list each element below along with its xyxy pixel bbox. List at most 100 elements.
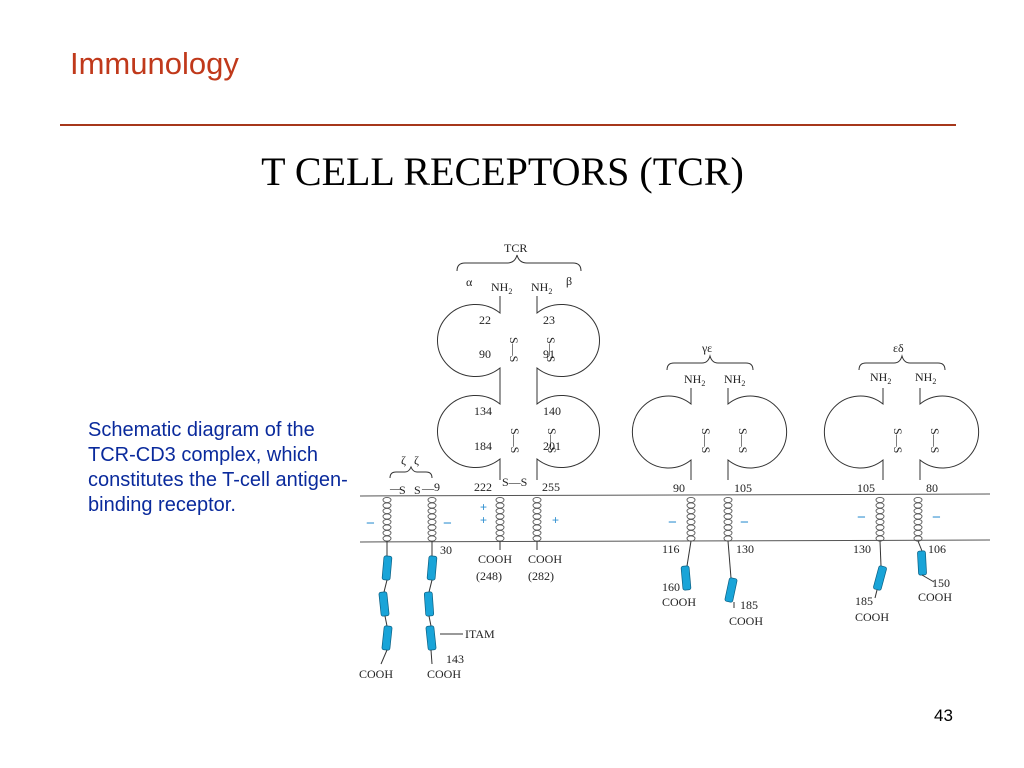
page-number: 43 (934, 706, 953, 725)
tcr-brace (456, 254, 582, 272)
disulfide-bond: S—S (544, 337, 558, 362)
epsilon-nh2: NH2 (870, 370, 891, 386)
sulfur: S (399, 483, 406, 497)
residue-label: 185 (855, 594, 873, 608)
residue-label: 255 (542, 480, 560, 494)
alpha-tm-helix (495, 496, 505, 542)
beta-v-domain (536, 296, 601, 385)
gamma-nh2: NH2 (684, 372, 705, 388)
itam-motif (381, 555, 393, 581)
residue-label: 150 (932, 576, 950, 590)
gamma-tm-helix (686, 496, 696, 542)
alpha-v-domain (436, 296, 501, 385)
beta-tm-helix (532, 496, 542, 542)
dash: — (421, 481, 435, 495)
gamma-cooh: COOH (662, 595, 696, 609)
residue-label: 105 (734, 481, 752, 495)
epsilon-domain (823, 388, 884, 480)
beta-label: β (566, 274, 572, 288)
residue-label: 185 (740, 598, 758, 612)
zeta-brace (389, 465, 433, 479)
residue-label: 184 (474, 439, 492, 453)
alpha-cooh: COOH (478, 552, 512, 566)
itam-motif (423, 591, 435, 617)
zeta-tm-helix (382, 496, 392, 542)
epsilon-tm-helix (723, 496, 733, 542)
residue-label: 134 (474, 404, 492, 418)
zeta-label: ζ (401, 453, 406, 467)
tcr-label: TCR (504, 241, 527, 255)
disulfide-bond: S—S (545, 428, 559, 453)
zeta-label: ζ (414, 453, 419, 467)
epsilon-tm-helix (875, 496, 885, 542)
beta-c-domain (536, 385, 601, 480)
membrane-inner (359, 539, 991, 543)
residue-label: 105 (857, 481, 875, 495)
residue-label: 130 (853, 542, 871, 556)
epsilon-cooh: COOH (729, 614, 763, 628)
gamma-epsilon-label: γε (701, 341, 712, 355)
residue-label: 130 (736, 542, 754, 556)
beta-nh2: NH2 (531, 280, 552, 296)
delta-nh2: NH2 (915, 370, 936, 386)
header-rule (60, 124, 956, 126)
itam-motif (381, 625, 393, 651)
slide-title: T CELL RECEPTORS (TCR) (261, 149, 744, 194)
sulfur: S (414, 483, 421, 497)
itam-motif (426, 555, 438, 581)
course-header: Immunology (70, 46, 239, 81)
residue-label: 201 (543, 439, 561, 453)
zeta-cooh: COOH (427, 667, 461, 681)
alpha-label: α (466, 275, 473, 289)
residue-label: 30 (440, 543, 452, 557)
alpha-c-domain (436, 385, 501, 480)
residue-label: 22 (479, 313, 491, 327)
residue-label: 140 (543, 404, 561, 418)
alpha-nh2: NH2 (491, 280, 512, 296)
disulfide-bond: S—S (928, 428, 942, 453)
zeta-tm-helix (427, 496, 437, 542)
beta-cooh: COOH (528, 552, 562, 566)
itam-motif (917, 550, 927, 576)
itam-motif (680, 565, 692, 591)
epsilon-domain (727, 388, 788, 480)
disulfide-bond: S—S (508, 428, 522, 453)
residue-label: 9 (434, 480, 440, 494)
delta-tm-helix (913, 496, 923, 542)
interchain-disulfide: S—S (502, 475, 527, 489)
positive-charge: + (480, 513, 487, 527)
residue-label: 80 (926, 481, 938, 495)
negative-charge: − (932, 509, 941, 526)
delta-cooh: COOH (918, 590, 952, 604)
negative-charge: − (668, 514, 677, 531)
residue-label: 143 (446, 652, 464, 666)
disulfide-bond: S—S (891, 428, 905, 453)
itam-motif (873, 565, 887, 591)
negative-charge: − (366, 515, 375, 532)
epsilon-cooh: COOH (855, 610, 889, 624)
residue-label: 160 (662, 580, 680, 594)
itam-label: ITAM (465, 627, 495, 641)
gamma-domain (631, 388, 692, 480)
itam-motif (724, 577, 738, 603)
epsilon-delta-brace (858, 354, 946, 371)
gamma-epsilon-brace (666, 354, 754, 371)
residue-label: 91 (543, 347, 555, 361)
residue-label: 222 (474, 480, 492, 494)
residue-label: 90 (479, 347, 491, 361)
disulfide-bond: S—S (736, 428, 750, 453)
itam-motif (378, 591, 390, 617)
residue-label: 23 (543, 313, 555, 327)
diagram-caption: Schematic diagram of the TCR-CD3 complex… (88, 419, 348, 516)
epsilon-nh2: NH2 (724, 372, 745, 388)
disulfide-bond: S—S (699, 428, 713, 453)
dash: — (389, 481, 403, 495)
residue-label: 90 (673, 481, 685, 495)
zeta-cooh: COOH (359, 667, 393, 681)
itam-motif (425, 625, 437, 651)
residue-label: (248) (476, 569, 502, 583)
negative-charge: − (857, 509, 866, 526)
membrane-outer (359, 493, 991, 497)
residue-label: 116 (662, 542, 680, 556)
